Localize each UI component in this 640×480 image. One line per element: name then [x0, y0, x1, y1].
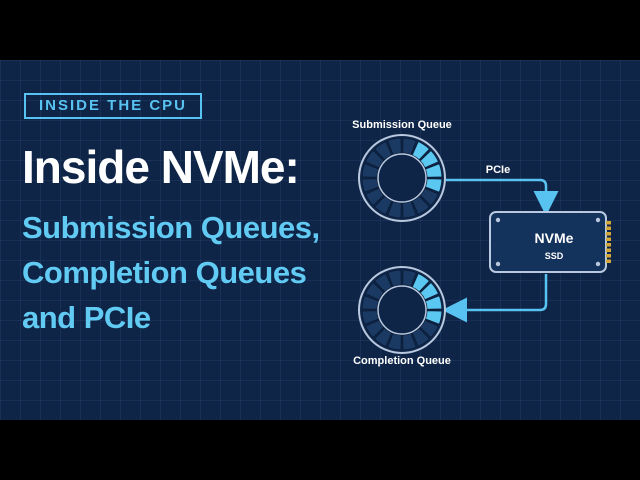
subtitle-line-3: and PCIe — [22, 300, 151, 335]
arrow-icon — [442, 274, 548, 323]
completion-queue-ring-icon — [358, 266, 446, 354]
pcie-label: PCIe — [486, 164, 510, 176]
arrow-icon — [446, 178, 559, 216]
nvme-diagram: Submission Queue PCIe NVMe SSD Completio… — [352, 119, 611, 367]
submission-queue-label: Submission Queue — [352, 119, 452, 131]
ssd-type-label: SSD — [545, 251, 564, 261]
letterbox-top — [0, 0, 640, 60]
submission-queue-ring-icon — [358, 134, 446, 222]
category-tag: INSIDE THE CPU — [24, 93, 203, 119]
thumbnail-panel: INSIDE THE CPU Inside NVMe: Submission Q… — [0, 60, 640, 420]
main-title: Inside NVMe: — [22, 141, 300, 193]
subtitle-line-2: Completion Queues — [22, 255, 307, 290]
ssd-name-label: NVMe — [535, 230, 574, 246]
letterbox-bottom — [0, 420, 640, 480]
nvme-ssd-icon: NVMe SSD — [489, 211, 611, 273]
subtitle-line-1: Submission Queues, — [22, 210, 320, 245]
completion-queue-label: Completion Queue — [353, 355, 451, 367]
